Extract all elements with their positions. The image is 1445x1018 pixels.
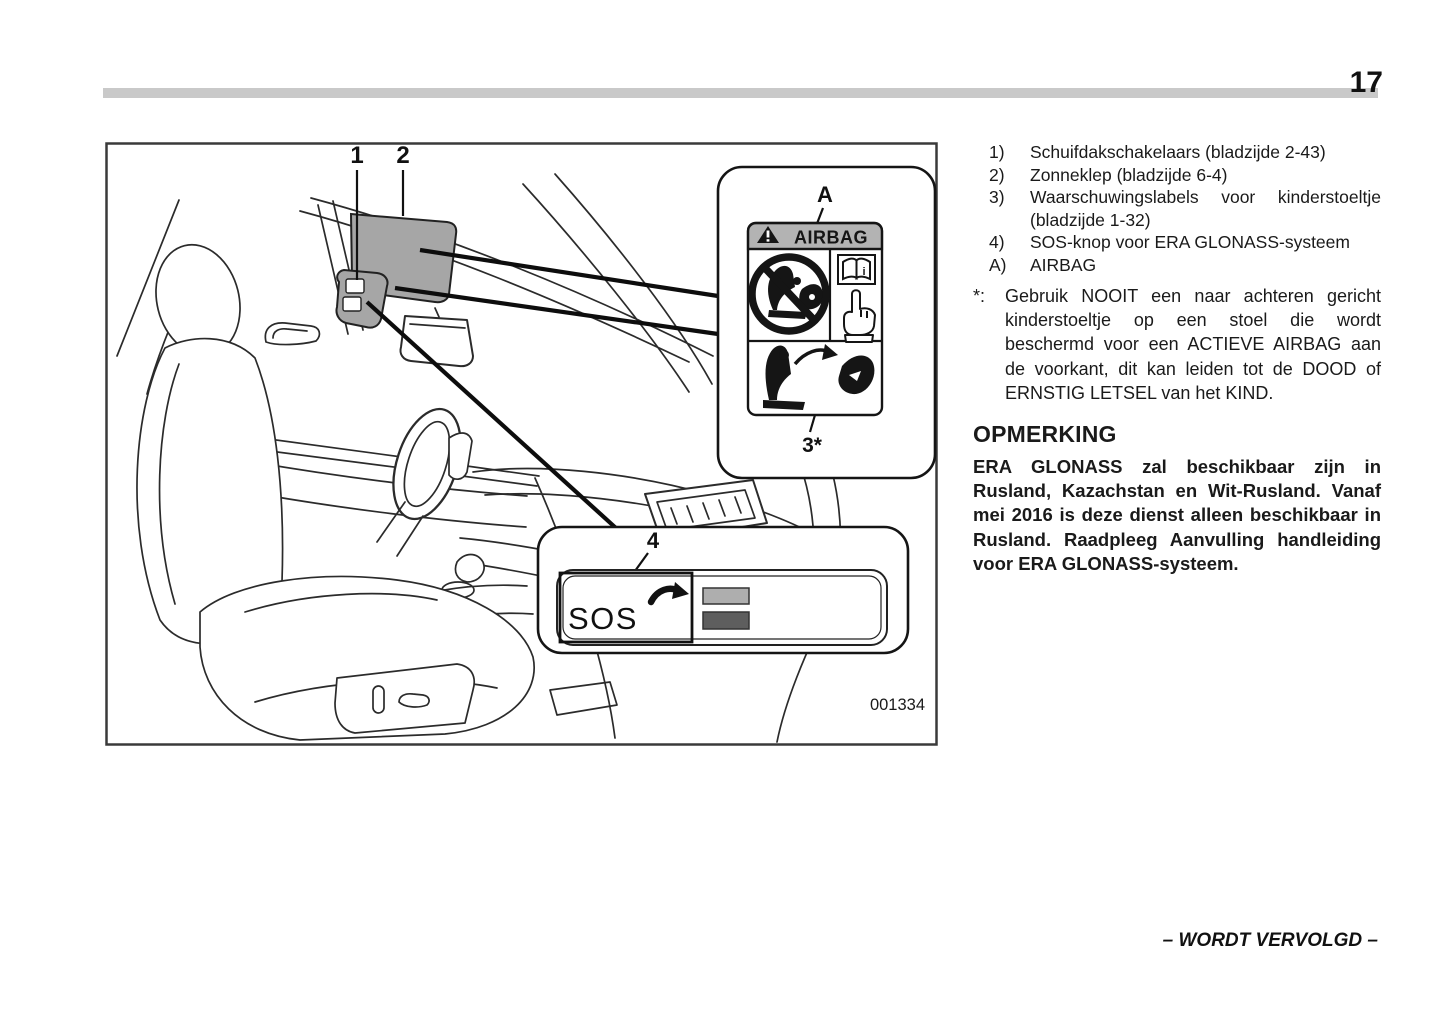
figure-car-interior: 1 2 A AIRBAG xyxy=(105,142,938,746)
airbag-label-title: AIRBAG xyxy=(794,228,868,248)
inset-leader-lines xyxy=(365,247,719,531)
seat-airbag-pictogram xyxy=(763,344,875,410)
legend-text: AIRBAG xyxy=(1030,254,1097,275)
airbag-label-inset: A AIRBAG xyxy=(716,165,937,480)
callout-1: 1 xyxy=(350,142,363,169)
callout-a: A xyxy=(817,182,833,207)
legend-column: 1) Schuifdakschakelaars (bladzijde 2-43)… xyxy=(973,141,1381,577)
no-rear-facing-child-seat-icon xyxy=(748,253,830,335)
indicator-dark-gray xyxy=(702,611,750,630)
callout-2: 2 xyxy=(396,142,409,169)
legend-item-a: A) AIRBAG xyxy=(973,254,1381,277)
note-body: ERA GLONASS zal beschikbaar zijn in Rusl… xyxy=(973,455,1381,575)
header-rule-bar xyxy=(103,88,1378,98)
legend-item-4: 4) SOS-knop voor ERA GLONASS-systeem xyxy=(973,231,1381,254)
book-info-letter: i xyxy=(862,266,865,278)
legend-marker: 4) xyxy=(989,232,1005,253)
sos-button-inset: 4 SOS xyxy=(536,525,910,655)
continued-footer: – WORDT VERVOLGD – xyxy=(1162,930,1378,951)
callout-3-leader xyxy=(808,414,817,433)
indicator-light-gray xyxy=(702,587,750,605)
callout-3: 3* xyxy=(802,434,823,457)
footnote-text: Gebruik NOOIT een naar achteren gericht … xyxy=(1005,285,1381,404)
airbag-warning-label: AIRBAG i xyxy=(746,221,884,457)
callout-leaders xyxy=(355,170,405,280)
footnote-marker: *: xyxy=(973,285,986,306)
legend-item-1: 1) Schuifdakschakelaars (bladzijde 2-43) xyxy=(973,141,1381,164)
sos-button-label: SOS xyxy=(568,601,638,636)
legend-marker: 3) xyxy=(989,187,1005,208)
legend-text: Waarschuwingslabels voor kinderstoeltje … xyxy=(1030,187,1381,230)
airbag-footnote: *: Gebruik NOOIT een naar achteren geric… xyxy=(973,284,1381,406)
legend-item-2: 2) Zonneklep (bladzijde 6-4) xyxy=(973,164,1381,187)
legend-text: Schuifdakschakelaars (bladzijde 2-43) xyxy=(1030,142,1326,162)
sos-button-outline xyxy=(558,571,694,644)
car-lineart xyxy=(116,173,842,743)
page-number: 17 xyxy=(1349,66,1383,99)
sunroof-switch-key xyxy=(342,296,362,312)
figure-code: 001334 xyxy=(870,696,925,714)
legend-text: Zonneklep (bladzijde 6-4) xyxy=(1030,164,1228,185)
callout-4: 4 xyxy=(647,528,660,553)
legend-marker: 2) xyxy=(989,164,1005,185)
legend-text: SOS-knop voor ERA GLONASS-systeem xyxy=(1030,232,1350,253)
sos-phone-icon xyxy=(647,582,689,606)
sunroof-switch-key xyxy=(345,278,365,294)
pointing-hand-icon xyxy=(843,289,876,343)
legend-item-3: 3) Waarschuwingslabels voor kinderstoelt… xyxy=(973,186,1381,231)
legend-marker: A) xyxy=(989,254,1007,275)
manual-book-icon xyxy=(837,254,876,285)
callout-4-leader xyxy=(634,552,649,572)
car-interior-illustration: 1 2 A AIRBAG xyxy=(105,142,938,746)
note-heading: OPMERKING xyxy=(973,420,1117,447)
legend-marker: 1) xyxy=(989,142,1005,162)
